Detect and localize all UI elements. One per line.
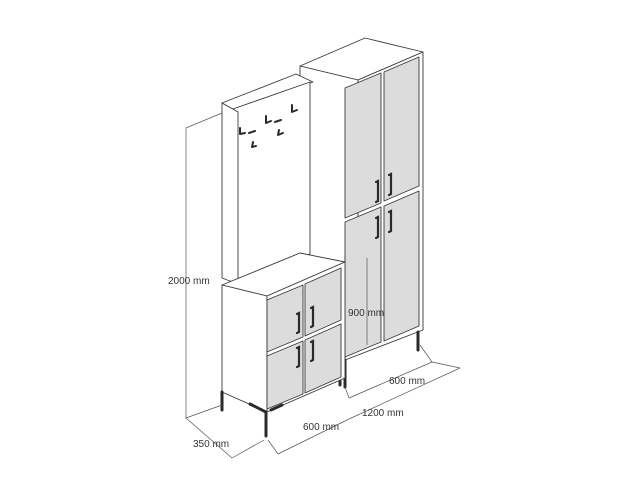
dimension-lines (185, 112, 461, 459)
handle-icon (295, 345, 301, 369)
hook-icon (274, 119, 282, 123)
right-width-dimension-line (348, 361, 433, 399)
total-width-dimension-line (348, 367, 461, 420)
handle-icon (309, 305, 315, 329)
handle-icon (374, 179, 380, 204)
base-leg-front-right (269, 403, 284, 412)
coat-hooks (239, 104, 298, 148)
depth-dimension-line (185, 417, 233, 459)
handle-icon (309, 339, 315, 363)
handle-icon (295, 311, 301, 335)
base-lower-left-door (266, 340, 304, 410)
depth-label: 350 mm (193, 439, 229, 450)
hook-icon (248, 130, 256, 134)
handle-icon (387, 172, 393, 197)
left-width-label: 600 mm (303, 422, 339, 433)
tall-wardrobe-cabinet (299, 37, 424, 389)
hook-icon (265, 115, 272, 124)
coat-back-panel (229, 81, 311, 283)
hook-icon (239, 127, 246, 135)
wardrobe-upper-left-door (344, 72, 382, 219)
wardrobe-upper-right-door (383, 56, 420, 202)
left-width-dimension-line (277, 418, 350, 455)
wardrobe-lower-right-door (383, 190, 420, 342)
hook-icon (291, 104, 298, 113)
total-width-label: 1200 mm (362, 408, 404, 419)
hall-stand-unit (220, 73, 346, 438)
base-cabinet-side (221, 284, 268, 413)
hook-icon (251, 141, 257, 148)
wardrobe-lower-left-door (344, 206, 382, 358)
base-leg-front-left (248, 402, 268, 438)
handle-icon (387, 209, 393, 234)
lower-height-label: 900 mm (348, 308, 384, 319)
base-upper-left-door (266, 284, 304, 353)
left-upright (221, 102, 239, 285)
handle-icon (374, 215, 380, 240)
hook-icon (277, 129, 284, 136)
height-total-label: 2000 mm (168, 276, 210, 287)
right-width-label: 600 mm (389, 376, 425, 387)
